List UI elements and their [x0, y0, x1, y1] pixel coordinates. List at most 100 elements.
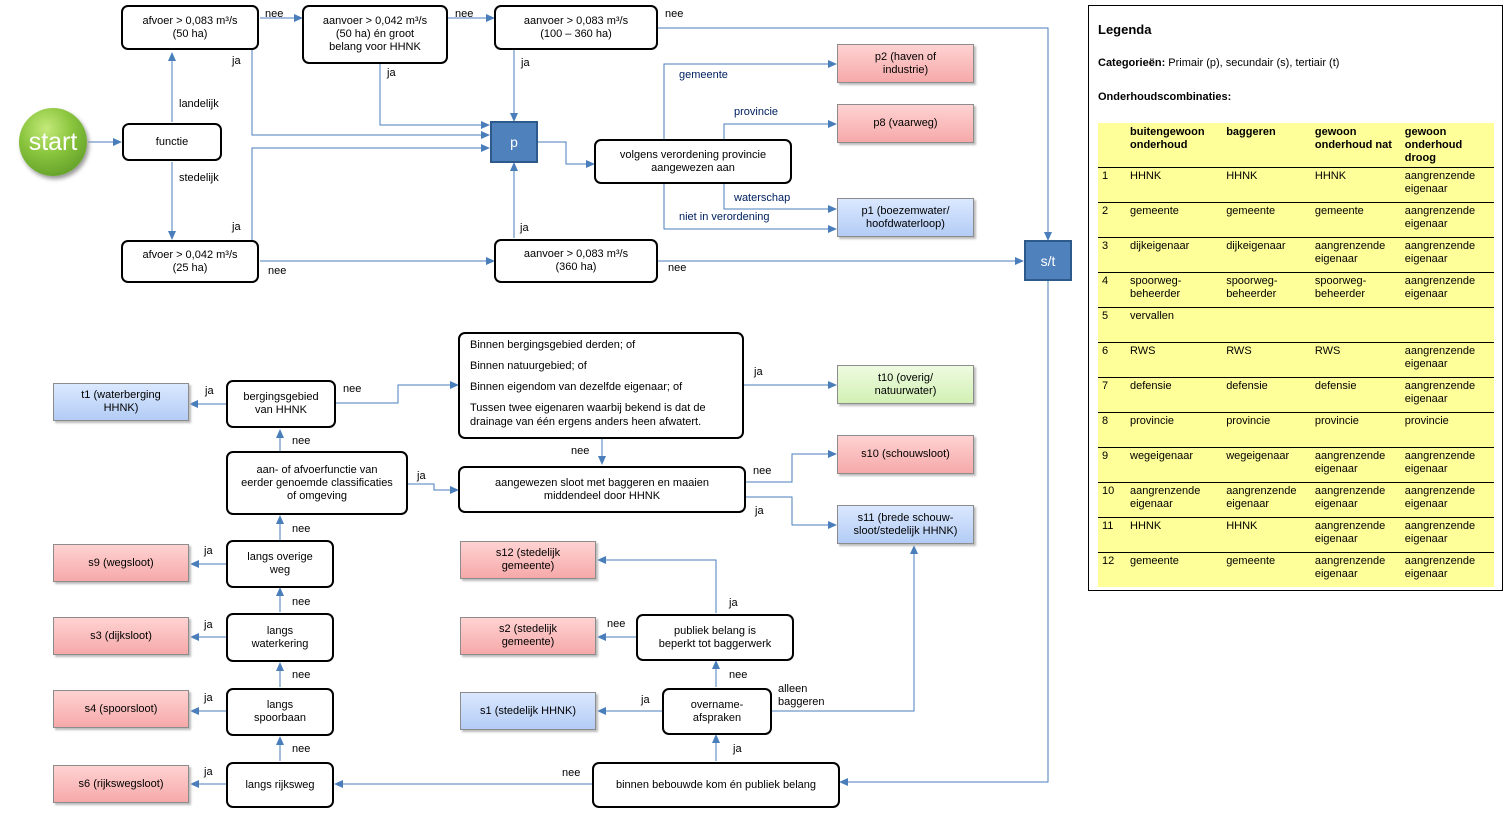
table-cell: dijkeigenaar — [1126, 237, 1223, 273]
legend-panel: Legenda Categorieën: Primair (p), secund… — [1088, 5, 1503, 591]
category-s9: s9 (wegsloot) — [53, 544, 189, 582]
label-nee: nee — [607, 618, 626, 630]
criteria-line: Tussen twee eigenaren waarbij bekend is … — [470, 402, 706, 428]
label-nee: nee — [665, 8, 684, 20]
table-cell: HHNK — [1222, 167, 1311, 203]
category-p8: p8 (vaarweg) — [837, 104, 974, 143]
table-cell: HHNK — [1126, 517, 1223, 553]
table-cell: aangrenzende eigenaar — [1126, 482, 1223, 518]
bebouwde-kom-box: binnen bebouwde kom én publiek belang — [592, 762, 840, 808]
table-cell: defensie — [1310, 377, 1401, 413]
table-cell: aangrenzende eigenaar — [1400, 377, 1494, 413]
table-cell: RWS — [1222, 342, 1311, 378]
label-nee: nee — [292, 743, 311, 755]
label-waterschap: waterschap — [734, 192, 791, 204]
label-landelijk: landelijk — [179, 98, 219, 110]
overname-box: overname-afspraken — [662, 688, 772, 735]
legend-categories: Categorieën: Primair (p), secundair (s),… — [1098, 57, 1493, 69]
afvoer-25ha-box: afvoer > 0,042 m³/s(25 ha) — [121, 240, 259, 283]
category-s1: s1 (stedelijk HHNK) — [460, 692, 596, 730]
table-header-cell: baggeren — [1222, 123, 1311, 168]
table-header-cell — [1098, 123, 1126, 168]
table-cell: 4 — [1098, 272, 1126, 308]
label-ja: ja — [204, 692, 213, 704]
category-s3: s3 (dijksloot) — [53, 617, 189, 655]
table-cell: 1 — [1098, 167, 1126, 203]
table-cell: gemeente — [1126, 202, 1223, 238]
edge-bergingsgebied-multi — [336, 381, 459, 404]
table-cell: RWS — [1310, 342, 1401, 378]
category-s6: s6 (rijkswegsloot) — [53, 765, 189, 803]
edge-overname-s11 — [772, 545, 918, 712]
table-cell — [1400, 307, 1494, 343]
table-cell: aangrenzende eigenaar — [1314, 555, 1386, 580]
label-nee: nee — [292, 596, 311, 608]
functie-box: functie — [122, 123, 222, 161]
secundair-tertiair-node: s/t — [1024, 240, 1072, 281]
criteria-box: Binnen bergingsgebied derden; of Binnen … — [458, 332, 744, 439]
table-cell: dijkeigenaar — [1222, 237, 1311, 273]
label-nee: nee — [265, 8, 284, 20]
table-cell: 3 — [1098, 237, 1126, 273]
table-cell: gemeente — [1130, 555, 1179, 567]
table-cell: RWS — [1126, 342, 1223, 378]
table-cell: 6 — [1098, 342, 1126, 378]
table-cell: aangrenzende eigenaar — [1400, 342, 1494, 378]
category-s4: s4 (spoorsloot) — [53, 690, 189, 728]
label-nee: nee — [753, 465, 772, 477]
table-cell: aangrenzende eigenaar — [1222, 482, 1311, 518]
label-stedelijk: stedelijk — [179, 172, 219, 184]
label-provincie: provincie — [734, 106, 779, 118]
legend-categories-label: Categorieën: — [1098, 57, 1166, 69]
table-cell: aangrenzende eigenaar — [1400, 167, 1494, 203]
table-cell: provincie — [1222, 412, 1311, 448]
edge-aanafvoer-aangewezen — [408, 483, 459, 494]
label-nee: nee — [668, 262, 687, 274]
label-ja: ja — [755, 505, 764, 517]
label-ja: ja — [204, 619, 213, 631]
table-cell: HHNK — [1222, 517, 1311, 553]
table-cell: 5 — [1098, 307, 1126, 343]
legend-categories-text: Primair (p), secundair (s), tertiair (t) — [1165, 57, 1340, 69]
label-ja: ja — [205, 385, 214, 397]
table-cell: defensie — [1222, 377, 1311, 413]
edge-ver-p1a — [723, 183, 837, 213]
table-header-cell: gewoon onderhoud droog — [1400, 123, 1494, 168]
label-nee: nee — [729, 669, 748, 681]
table-cell: aangrenzende eigenaar — [1400, 447, 1494, 483]
label-nee: nee — [343, 383, 362, 395]
table-cell: 12 — [1102, 555, 1115, 567]
label-nee: nee — [571, 445, 590, 457]
label-nee: nee — [292, 669, 311, 681]
table-cell: gemeente — [1226, 555, 1276, 567]
label-nee: nee — [455, 8, 474, 20]
table-cell: 2 — [1098, 202, 1126, 238]
label-ja: ja — [232, 221, 241, 233]
table-cell: aangrenzende eigenaar — [1400, 202, 1494, 238]
label-ja: ja — [754, 366, 763, 378]
category-s11: s11 (brede schouw-sloot/stedelijk HHNK) — [837, 505, 974, 544]
label-niet-in-verordening: niet in verordening — [679, 211, 770, 223]
table-cell: HHNK — [1126, 167, 1223, 203]
table-cell: 7 — [1098, 377, 1126, 413]
label-ja: ja — [641, 694, 650, 706]
label-ja: ja — [417, 470, 426, 482]
table-cell: provincie — [1310, 412, 1401, 448]
edge-aanvoer100-st — [658, 27, 1052, 241]
table-cell: HHNK — [1310, 167, 1401, 203]
